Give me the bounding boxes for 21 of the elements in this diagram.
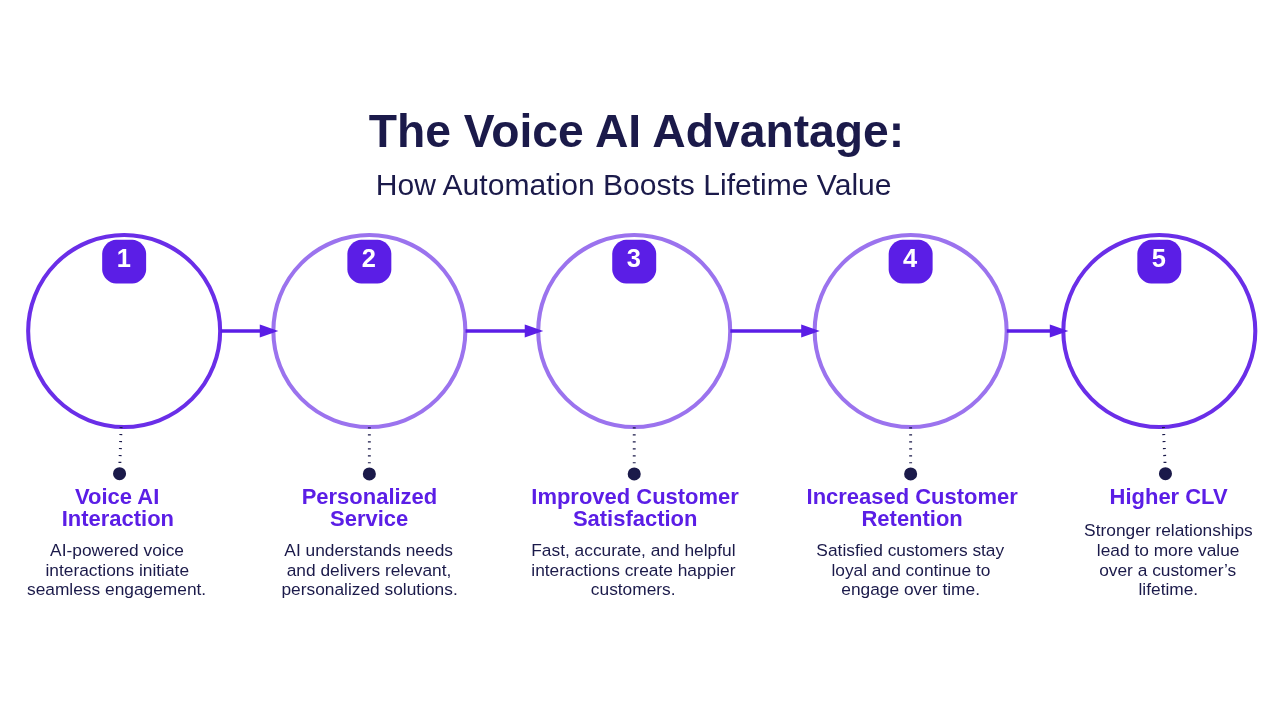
node-text: Increased Customer Retention Satisfied customers stay loyal and continue to engage over time. — [806, 483, 1018, 599]
node-circle: 5 — [1061, 232, 1258, 429]
node-circle: 2 — [271, 232, 468, 429]
node-text: Personalized Service AI understands needs and delivers relevant, personalized solutions. — [281, 483, 458, 599]
arrow — [730, 324, 820, 337]
node-circle: 1 — [26, 232, 223, 429]
arrow — [1006, 324, 1069, 337]
label: How Automation Boosts Lifetime Value — [375, 167, 892, 201]
node-circle: 4 — [812, 232, 1009, 429]
node-text: Higher CLV Stronger relationships lead to more value over a customer’s lifetime. — [1084, 483, 1253, 599]
node-circle: 3 — [536, 232, 733, 429]
connector — [904, 426, 918, 480]
diagram-title: The Voice AI Advantage: — [368, 104, 905, 157]
connector — [627, 426, 641, 480]
node-text: Voice AI Interaction AI-powered voice interactions initiate seamless engagement. — [27, 483, 207, 599]
connector — [1158, 426, 1172, 480]
connector — [113, 426, 127, 480]
node-text: Improved Customer Satisfaction Fast, accurate, and helpful interactions create happier customers. — [531, 483, 739, 599]
arrow — [220, 324, 279, 337]
connector — [362, 426, 376, 480]
arrow — [465, 324, 544, 337]
